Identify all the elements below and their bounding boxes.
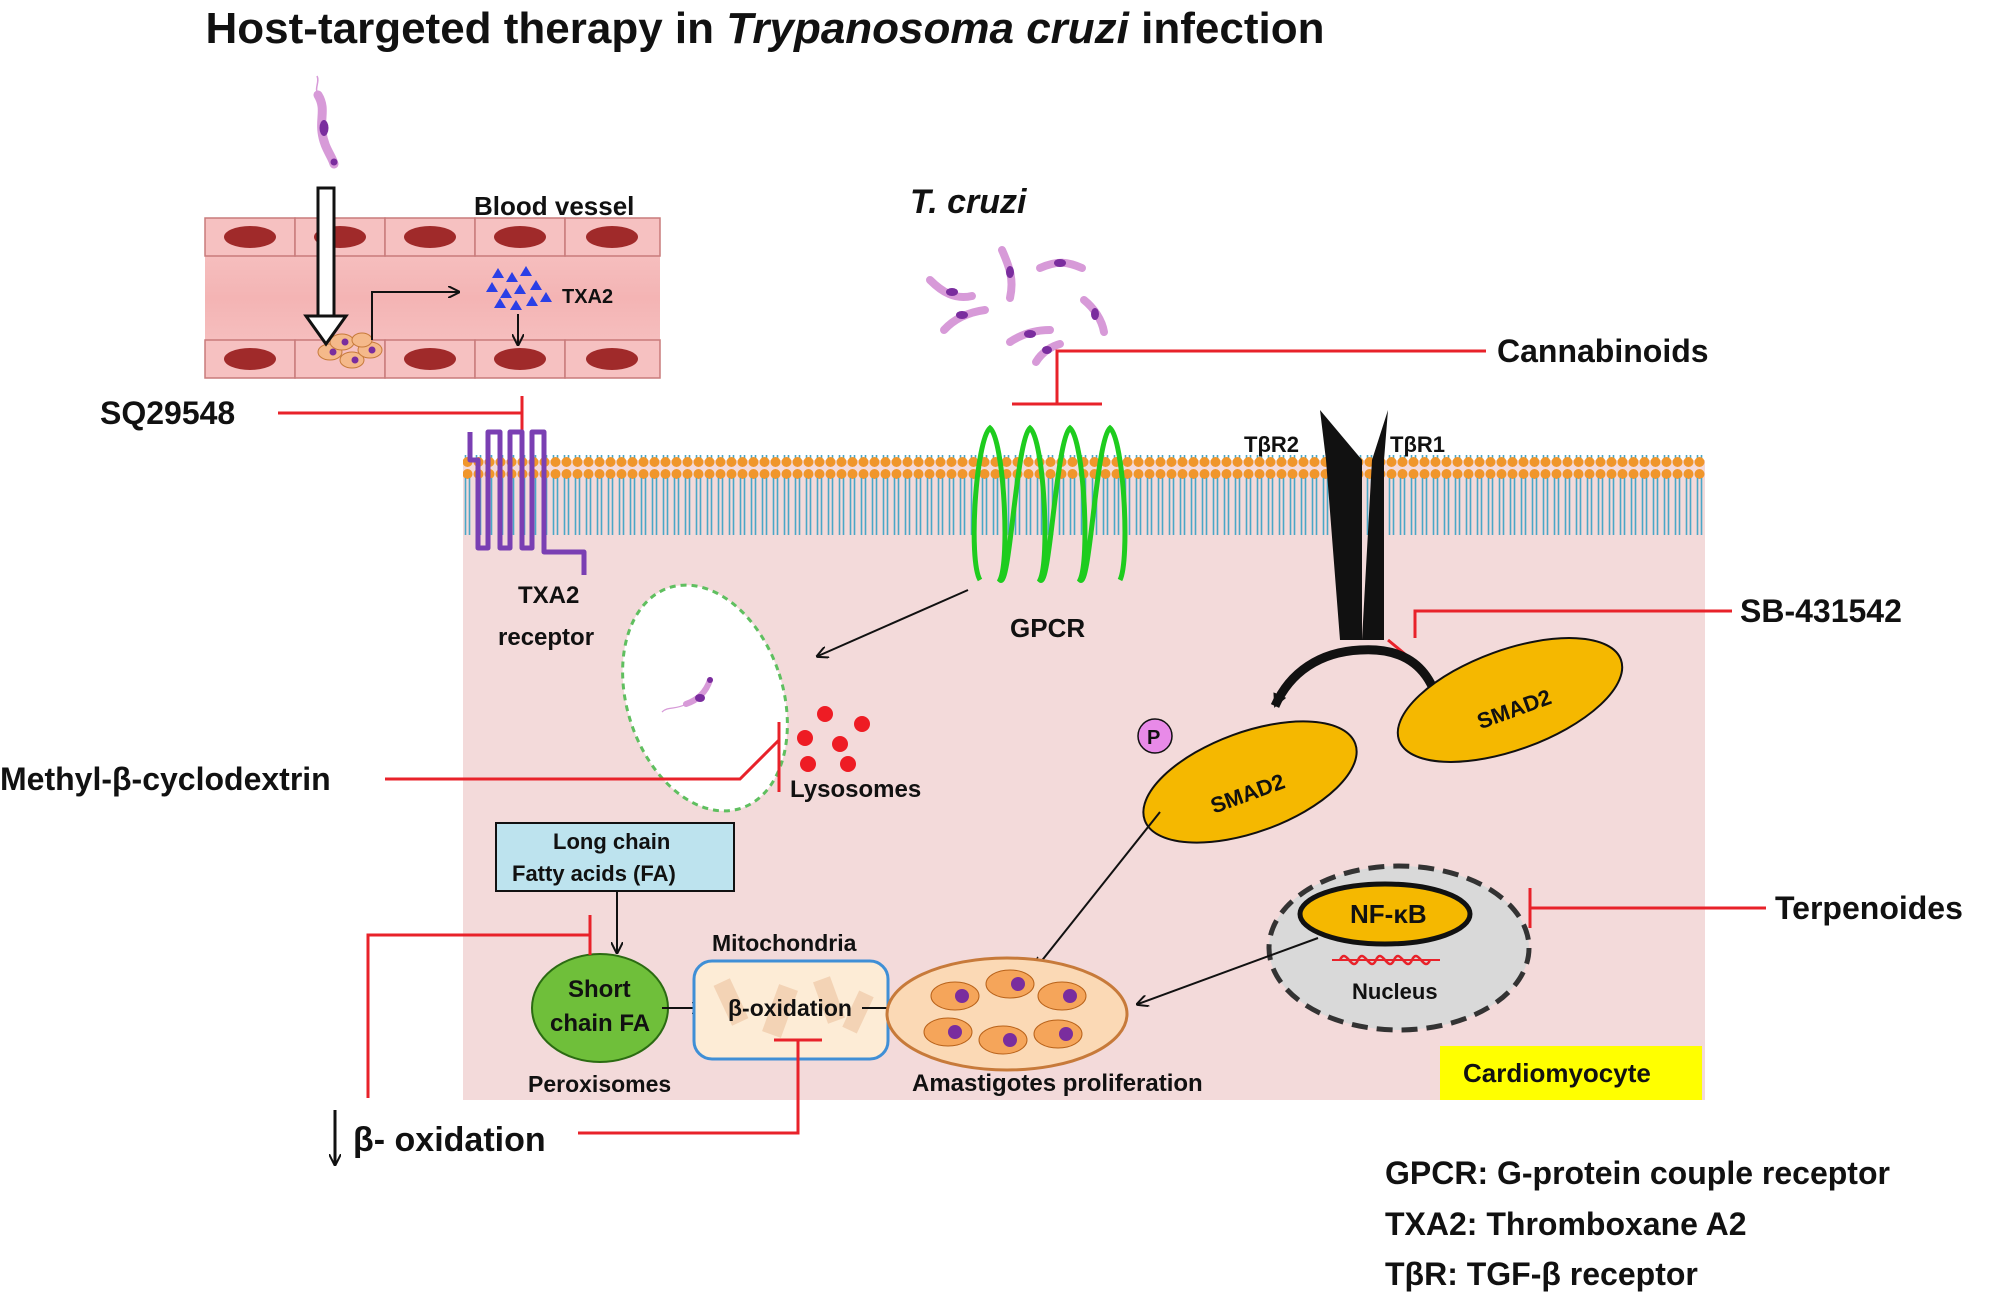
blood-vessel-label: Blood vessel: [474, 191, 634, 221]
txa2-molecules: [486, 266, 552, 310]
legend-item: GPCR: G-protein couple receptor: [1385, 1155, 1890, 1191]
phospho-label: P: [1147, 727, 1160, 749]
peroxisome-inhibit-loop: [366, 933, 590, 1098]
abbreviation-legend: GPCR: G-protein couple receptor TXA2: Th…: [1385, 1155, 1890, 1292]
cardiomyocyte-label: Cardiomyocyte: [1463, 1058, 1651, 1088]
vacuole-parasite-icon: [661, 677, 713, 713]
long-chain-label-line1: Long chain: [553, 829, 670, 854]
peroxisome: [531, 953, 669, 1063]
vessel-top-cells: [204, 217, 661, 257]
mitochondria-label: Mitochondria: [712, 930, 857, 956]
cannabinoids-inhibit-line: [1055, 349, 1486, 404]
gpcr-label: GPCR: [1010, 613, 1085, 643]
smad2-to-amastigotes-arrow: [1036, 811, 1161, 968]
blood-vessel: [204, 217, 661, 379]
legend-item: TβR: TGF-β receptor: [1385, 1256, 1698, 1292]
txa2-release-arrow: [371, 292, 458, 340]
lysosomes-dots: [797, 706, 870, 772]
terpenoides-drug-label: Terpenoides: [1775, 890, 1963, 926]
t-cruzi-label: T. cruzi: [910, 183, 1028, 221]
nucleus-label: Nucleus: [1352, 979, 1438, 1004]
txa2-receptor-label-line1: TXA2: [518, 582, 579, 609]
vessel-bottom-cells: [204, 339, 661, 379]
beta-oxidation-inner-label: β-oxidation: [728, 995, 852, 1021]
short-chain-label-line1: Short: [568, 976, 631, 1003]
t-cruzi-nuclei: [946, 259, 1099, 354]
beta-oxidation-decrease-label: β- oxidation: [353, 1121, 546, 1159]
tbr1-receptor: [1362, 410, 1388, 640]
infected-endothelial-cluster: [317, 332, 383, 369]
t-cruzi-parasites-icon: [926, 246, 1108, 366]
sb431542-inhibit-line: [1413, 609, 1732, 638]
gpcr-receptor: [971, 424, 1128, 583]
nfkb: [1297, 881, 1473, 947]
amastigotes: [923, 969, 1087, 1055]
txa2-receptor: [467, 429, 587, 575]
phospho-badge: [1137, 718, 1173, 754]
short-chain-label-line2: chain FA: [550, 1010, 650, 1037]
tbr2-receptor: [1320, 410, 1362, 640]
txa2-label: TXA2: [562, 286, 613, 308]
sb431542-drug-label: SB-431542: [1740, 593, 1902, 629]
long-chain-fa-box: [495, 822, 735, 892]
nfkb-to-amastigotes-arrow: [1138, 937, 1319, 1004]
long-chain-label-line2: Fatty acids (FA): [512, 861, 676, 886]
parasite-entering-icon: [313, 75, 339, 169]
cannabinoids-drug-label: Cannabinoids: [1497, 333, 1709, 369]
methyl-cd-inhibit-line: [385, 738, 781, 781]
tbr2-label: TβR2: [1244, 432, 1299, 457]
smad2-inactive: [1396, 637, 1624, 763]
nfkb-label: NF-κB: [1350, 899, 1427, 929]
cardiomyocyte-badge: [1440, 1046, 1702, 1100]
txa2-receptor-label-line2: receptor: [498, 624, 594, 651]
entry-arrow: [303, 186, 349, 347]
beta-oxidation-inhibit-loop: [578, 1040, 800, 1135]
tbr1-label: TβR1: [1390, 432, 1445, 457]
peroxisomes-label: Peroxisomes: [528, 1071, 671, 1097]
methyl-cyclodextrin-drug-label: Methyl-β-cyclodextrin: [0, 761, 331, 797]
legend-item: TXA2: Thromboxane A2: [1385, 1206, 1747, 1242]
sq29548-drug-label: SQ29548: [100, 395, 235, 431]
page-title: Host-targeted therapy in Trypanosoma cru…: [205, 4, 1325, 53]
mitochondria-cristae: [713, 976, 874, 1038]
smad2-active: [1142, 720, 1358, 844]
amastigotes-label: Amastigotes proliferation: [912, 1070, 1203, 1097]
gpcr-to-vacuole-arrow: [818, 589, 969, 656]
smad-activation-arrow: [1270, 645, 1445, 713]
lysosomes-label: Lysosomes: [790, 776, 921, 803]
